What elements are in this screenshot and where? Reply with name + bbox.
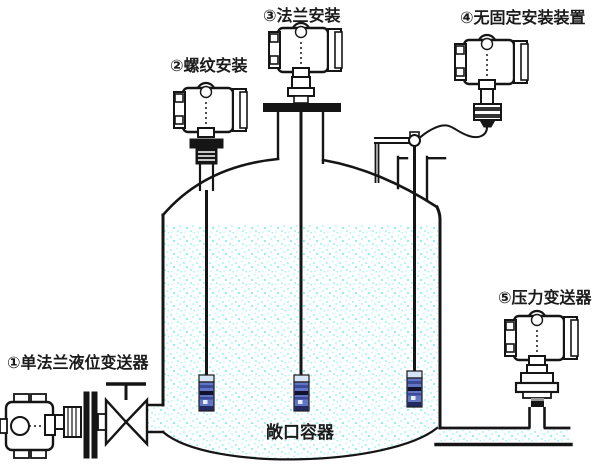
tank-liquid	[147, 225, 569, 460]
sensor-probe-1	[198, 374, 215, 412]
tank-dome-left	[161, 157, 280, 217]
sensor-probe-3	[406, 370, 423, 408]
tank-right-wall	[434, 204, 442, 430]
tank-nozzle	[276, 112, 325, 164]
flange-plate	[263, 103, 341, 112]
impulse-pipe	[528, 407, 546, 428]
mounting-pipe	[198, 164, 215, 191]
tank-dome-right	[321, 158, 439, 209]
label-installation-4: ④无固定安装装置	[460, 10, 586, 27]
transmitter-4-cable	[374, 33, 530, 371]
open-nozzle-right	[425, 155, 447, 201]
transmitter-1-single-flange	[0, 382, 149, 459]
cable-hanger	[473, 103, 502, 128]
plug-fitting	[531, 398, 544, 407]
sensor-probe-2	[293, 374, 310, 412]
mounting-bracket	[374, 131, 421, 183]
label-installation-2: ②螺纹安装	[170, 58, 248, 75]
label-installation-1: ①单法兰液位变送器	[7, 355, 149, 372]
threaded-adapter	[63, 406, 82, 438]
label-installation-5: ⑤压力变送器	[498, 290, 592, 307]
flange-pair	[83, 391, 98, 459]
valve-icon	[104, 382, 149, 448]
label-tank: 敞口容器	[266, 423, 334, 442]
open-nozzle-left	[396, 155, 409, 190]
tank-bottom-curve	[161, 426, 439, 461]
sensor-cable	[417, 124, 488, 140]
threaded-fitting	[189, 138, 224, 165]
transmitter-2-threaded	[172, 81, 249, 377]
pipe-flange	[514, 381, 560, 394]
transmitter-3-flange	[263, 21, 344, 377]
label-installation-3: ③法兰安装	[263, 8, 341, 25]
transmitter-5-pressure	[503, 309, 580, 428]
